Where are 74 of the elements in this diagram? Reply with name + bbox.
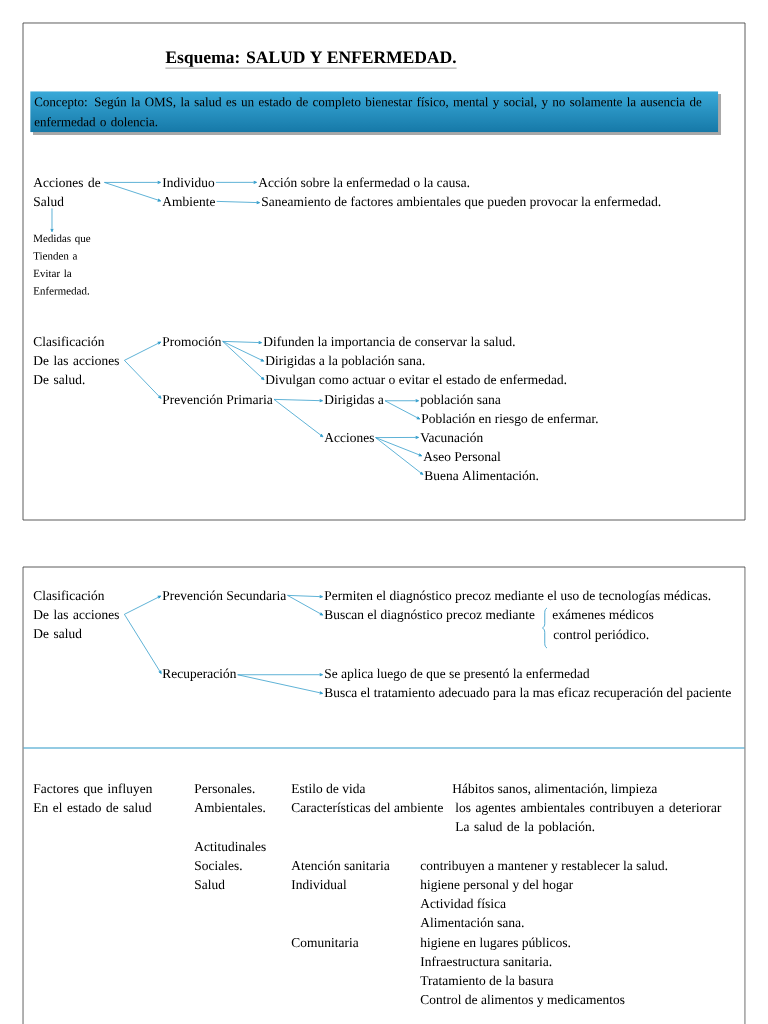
arrow [124,613,162,674]
branch-text: Promoción [162,336,222,347]
topic-text: Acciones de Salud [33,177,101,207]
detail-text: Buscan el diagnóstico precoz mediante [324,609,535,622]
table-text: Atención sanitaria [291,860,390,871]
arrow [104,182,162,202]
arrow [222,341,265,381]
detail-text: población sana [420,394,501,407]
branch-text: Prevención Secundaria [162,590,287,601]
arrow [222,341,265,362]
branch-text: Individuo [162,177,215,188]
branch-text: Recuperación [162,668,237,681]
arrow [375,435,420,439]
note-text: Medidas que Tienden a Evitar la Enfermedad. [33,234,91,295]
arrow [384,399,420,403]
arrow [222,341,263,345]
topic-text: Clasificación De las acciones De salud. [33,336,119,385]
arrow [287,595,324,616]
table-text: Infraestructura sanitaria. [420,956,552,967]
title: Esquema: SALUD Y ENFERMEDAD. [165,51,457,69]
table-text: Comunitaria [291,938,359,948]
detail-text: Dirigidas a la población sana. [265,355,425,368]
arrow [124,359,162,399]
table-text: Individual [291,879,347,890]
topic-text: Clasificación De las acciones De salud [33,590,119,639]
branch-text: Prevención Primaria [162,394,273,405]
detail-text: Aseo Personal [423,451,501,462]
concept-banner: Concepto: Según la OMS, la salud es un estado de completo bienestar físico, mental y social, y no solamente la ausencia de enfermedad o dolencia. [30,91,721,135]
table-text: Actitudinales [194,841,266,852]
detail-text: Acción sobre la enfermedad o la causa. [258,177,470,188]
detail-text: Divulgan como actuar o evitar el estado de enfermedad. [265,374,567,387]
table-text: Sociales. [195,860,242,871]
detail-text: Se aplica luego de que se presentó la enfermedad [325,668,590,681]
detail-text: Vacunación [420,432,483,443]
detail-text: Permiten el diagnóstico precoz mediante el uso de tecnologías médicas. [324,590,711,603]
arrow [237,673,324,677]
table-text: Alimentación sana. [420,917,524,928]
detail-text: Busca el tratamiento adecuado para la mas eficaz recuperación del paciente [324,687,731,700]
list-text: exámenes médicos [552,609,654,620]
branch-text: Ambiente [162,196,215,207]
table-text: higiene en lugares públicos. [420,937,571,950]
arrow [375,437,423,457]
arrow [104,180,162,184]
arrow [124,341,162,361]
arrow [273,399,324,403]
table-text: Estilo de vida [291,783,366,794]
arrow [216,201,261,205]
arrow [215,180,258,184]
arrow [384,400,421,420]
table-text: Control de alimentos y medicamentos [420,994,625,1007]
detail-text: Difunden la importancia de conservar la salud. [263,336,515,349]
table-text: Hábitos sanos, alimentación, limpieza [452,783,658,796]
table-text: Tratamiento de la basura [420,975,554,986]
table-text: contribuyen a mantener y restablecer la salud. [420,860,668,873]
table-text: Características del ambiente [291,802,443,813]
table-text: Ambientales. [194,802,265,813]
arrow [273,399,324,438]
arrow [50,207,54,233]
arrow [375,437,424,475]
branch-text: Acciones [324,433,374,443]
arrow [237,674,324,695]
arrow [287,595,324,599]
branch-text: Dirigidas a [324,394,384,407]
table-text: los agentes ambientales contribuyen a deteriorar La salud de la población. [455,802,722,834]
detail-text: Población en riesgo de enfermar. [421,413,598,426]
table-text: Personales. [194,783,255,794]
table-text: higiene personal y del hogar [420,879,574,892]
table-text: Salud [195,879,225,890]
table-text: Factores que influyen En el estado de salud [33,783,153,813]
arrow [124,595,162,615]
list-text: control periódico. [553,629,649,642]
table-text: Actividad física [420,898,506,909]
detail-text: Buena Alimentación. [424,470,539,481]
detail-text: Saneamiento de factores ambientales que pueden provocar la enfermedad. [262,196,661,209]
